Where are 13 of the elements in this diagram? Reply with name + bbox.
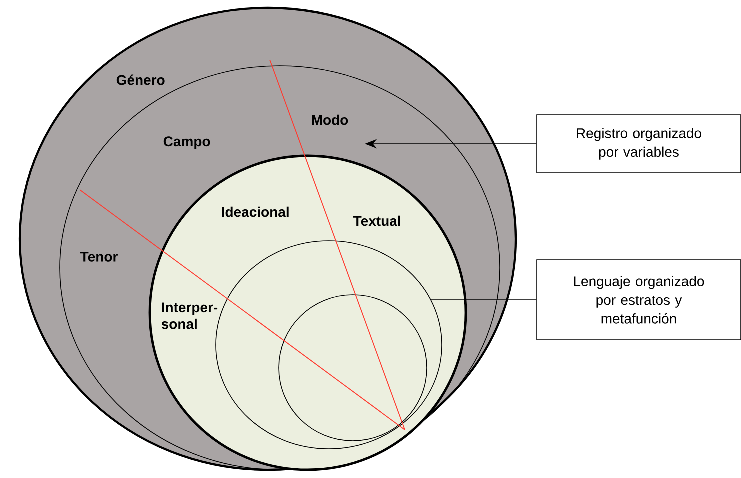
ellipse-region <box>60 66 500 470</box>
region-label: Textual <box>354 216 400 226</box>
region-label: Modo <box>312 114 348 126</box>
region-label: Campo <box>164 136 210 150</box>
region-label: Interper- sonal <box>162 302 218 330</box>
text-box: Registro organizado por variables <box>536 114 741 174</box>
ellipse-region <box>148 154 468 472</box>
circle-shape <box>278 294 428 442</box>
region-label: Género <box>116 74 165 86</box>
region-label: Tenor <box>80 252 118 262</box>
circle-shape <box>216 240 442 450</box>
region-label: Ideacional <box>222 206 289 218</box>
text-box: Lenguaje organizado por estratos y metafunción <box>536 260 741 340</box>
